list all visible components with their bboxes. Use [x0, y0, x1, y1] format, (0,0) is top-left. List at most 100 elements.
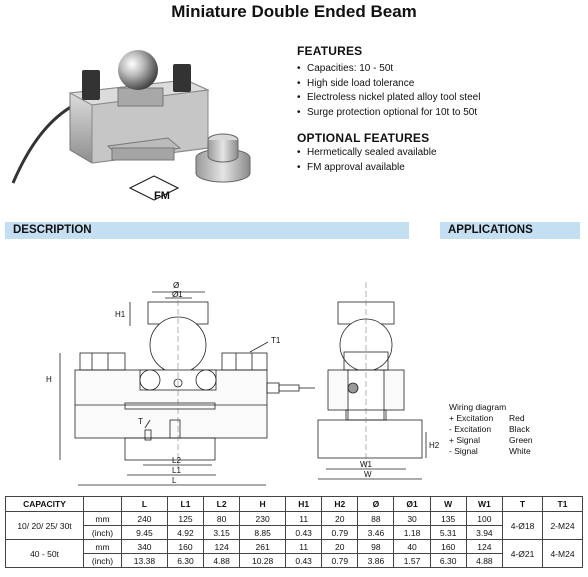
table-cell: 3.46 — [357, 525, 395, 540]
table-cell: 40 — [393, 539, 431, 554]
table-cell: 3.15 — [203, 525, 241, 540]
table-cell: 0.43 — [285, 553, 323, 568]
dim-l1: L1 — [172, 466, 181, 475]
wiring-color: Black — [509, 424, 530, 434]
table-cell: 10.28 — [239, 553, 287, 568]
dim-w: W — [364, 470, 372, 479]
applications-bar: APPLICATIONS — [440, 222, 580, 239]
optional-features-heading: OPTIONAL FEATURES — [297, 131, 430, 145]
optional-features-list: Hermetically sealed available FM approva… — [297, 146, 437, 175]
table-cell: 261 — [239, 539, 287, 554]
optional-feature-item: FM approval available — [297, 161, 437, 176]
wiring-color: Red — [509, 413, 525, 423]
wiring-signal: - Signal — [449, 446, 478, 456]
table-header-cell: H2 — [321, 496, 359, 512]
unit-cell: (inch) — [83, 525, 122, 540]
feature-item: Electroless nickel plated alloy tool ste… — [297, 91, 480, 106]
features-heading: FEATURES — [297, 44, 363, 58]
table-cell: 124 — [203, 539, 241, 554]
dim-w1: W1 — [360, 460, 373, 469]
table-cell: 20 — [321, 539, 359, 554]
table-cell: 160 — [166, 539, 205, 554]
dim-t1: T1 — [271, 336, 281, 345]
table-cell: 124 — [465, 539, 504, 554]
description-label: DESCRIPTION — [13, 224, 92, 236]
table-cell: 20 — [321, 511, 359, 526]
optional-feature-item: Hermetically sealed available — [297, 146, 437, 161]
feature-item: Capacities: 10 - 50t — [297, 62, 480, 77]
table-cell: 2-M24 — [542, 511, 583, 540]
dim-t: T — [138, 417, 143, 426]
table-cell: 0.79 — [321, 525, 359, 540]
table-cell: 340 — [121, 539, 168, 554]
table-header-cell: L — [121, 496, 168, 512]
table-cell: 9.45 — [121, 525, 168, 540]
table-cell: 1.57 — [393, 553, 431, 568]
dim-h: H — [46, 375, 52, 384]
table-cell: 160 — [429, 539, 467, 554]
dim-l: L — [172, 476, 177, 485]
table-cell: 11 — [285, 511, 323, 526]
feature-item: Surge protection optional for 10t to 50t — [297, 106, 480, 121]
table-cell: 5.31 — [429, 525, 467, 540]
applications-label: APPLICATIONS — [448, 224, 533, 236]
table-header-cell — [83, 496, 122, 512]
wiring-color: Green — [509, 435, 533, 445]
dim-phi: Ø — [173, 281, 179, 290]
table-cell: 4.88 — [465, 553, 504, 568]
wiring-signal: + Signal — [449, 435, 480, 445]
table-cell: 0.79 — [321, 553, 359, 568]
dim-h2: H2 — [429, 441, 440, 450]
unit-cell: mm — [83, 539, 122, 554]
table-header-cell: L1 — [166, 496, 205, 512]
table-cell: 80 — [203, 511, 241, 526]
wiring-signal: - Excitation — [449, 424, 492, 434]
page-title: Miniature Double Ended Beam — [171, 2, 417, 21]
table-header-cell: W — [429, 496, 467, 512]
dim-phi1: Ø1 — [172, 290, 183, 299]
wiring-color: White — [509, 446, 531, 456]
capacity-cell: 40 - 50t — [5, 539, 84, 568]
table-cell: 4-M24 — [542, 539, 583, 568]
dim-h1: H1 — [115, 310, 126, 319]
fm-badge: FM — [154, 190, 170, 202]
table-header-cell: L2 — [203, 496, 241, 512]
table-header-cell: Ø — [357, 496, 395, 512]
table-cell: 6.30 — [429, 553, 467, 568]
technical-drawing: Ø Ø1 H1 H T1 T L2 L1 L H2 W1 W — [46, 281, 440, 486]
product-image — [11, 50, 251, 201]
table-header-cell: T1 — [542, 496, 583, 512]
table-cell: 135 — [429, 511, 467, 526]
table-cell: 6.30 — [166, 553, 205, 568]
table-cell: 3.94 — [465, 525, 504, 540]
table-cell: 100 — [465, 511, 504, 526]
table-cell: 88 — [357, 511, 395, 526]
table-cell: 240 — [121, 511, 168, 526]
table-cell: 3.86 — [357, 553, 395, 568]
table-header-cell: Ø1 — [393, 496, 431, 512]
table-cell: 8.85 — [239, 525, 287, 540]
table-cell: 0.43 — [285, 525, 323, 540]
description-bar: DESCRIPTION — [5, 222, 409, 239]
table-cell: 230 — [239, 511, 287, 526]
table-cell: 98 — [357, 539, 395, 554]
table-header-cell: H — [239, 496, 287, 512]
table-cell: 30 — [393, 511, 431, 526]
table-cell: 4-Ø18 — [502, 511, 543, 540]
unit-cell: mm — [83, 511, 122, 526]
wiring-signal: + Excitation — [449, 413, 494, 423]
table-header-cell: T — [502, 496, 543, 512]
table-header-cell: H1 — [285, 496, 323, 512]
table-cell: 125 — [166, 511, 205, 526]
table-cell: 13.38 — [121, 553, 168, 568]
feature-item: High side load tolerance — [297, 77, 480, 92]
unit-cell: (inch) — [83, 553, 122, 568]
features-list: Capacities: 10 - 50t High side load tole… — [297, 62, 480, 120]
capacity-cell: 10/ 20/ 25/ 30t — [5, 511, 84, 540]
